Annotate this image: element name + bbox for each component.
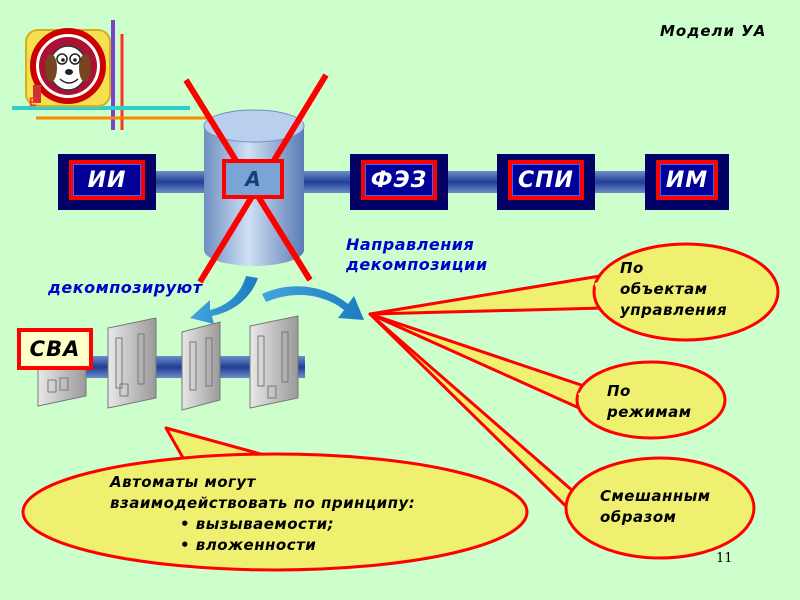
decompose-arrow-icon	[190, 276, 258, 324]
callout-by-modes-text: По режимам	[607, 381, 692, 423]
box-ii-label: ИИ	[73, 164, 141, 196]
directions-arrow-icon	[262, 286, 364, 320]
box-spi-label: СПИ	[512, 164, 580, 196]
box-a-label: А	[226, 163, 280, 195]
box-fez: ФЭЗ	[350, 154, 448, 210]
callout-mixed-text: Смешанным образом	[600, 486, 711, 528]
directions-heading: Направления декомпозиции	[346, 235, 488, 275]
callout-mixed-line2: образом	[600, 508, 677, 526]
box-sva-label: СВА	[21, 332, 89, 366]
box-sva: СВА	[17, 328, 93, 370]
callout-by-objects-text: По объектам управления	[620, 258, 727, 321]
directions-heading-line2: декомпозиции	[346, 255, 488, 274]
callout-interaction-bullet2: • вложенности	[180, 536, 317, 554]
callout-by-objects-line3: управления	[620, 301, 728, 319]
logo-decoration-lines	[12, 20, 210, 130]
directions-heading-line1: Направления	[346, 235, 475, 254]
box-a: А	[222, 159, 284, 199]
callout-by-objects	[368, 242, 780, 342]
callout-by-modes	[368, 312, 727, 440]
svg-text:E: E	[29, 95, 37, 109]
box-spi: СПИ	[497, 154, 595, 210]
box-fez-label: ФЭЗ	[365, 164, 433, 196]
callout-interaction	[21, 426, 529, 572]
callout-by-modes-line2: режимам	[607, 403, 692, 421]
slide-title: Модели УА	[660, 22, 767, 40]
dog-logo-icon: E	[25, 28, 111, 109]
callout-by-modes-line1: По	[607, 382, 631, 400]
decompose-label: декомпозируют	[48, 278, 203, 297]
page-number: 11	[716, 551, 733, 566]
callout-by-objects-line2: объектам	[620, 280, 708, 298]
callout-interaction-text: Автоматы могут взаимодействовать по прин…	[110, 472, 470, 556]
box-im: ИМ	[645, 154, 729, 210]
box-ii: ИИ	[58, 154, 156, 210]
callout-interaction-bullet1: • вызываемости;	[180, 515, 335, 533]
callout-mixed	[368, 312, 756, 560]
callout-interaction-line2: взаимодействовать по принципу:	[110, 494, 416, 512]
box-im-label: ИМ	[660, 164, 714, 196]
callout-by-objects-line1: По	[620, 259, 644, 277]
callout-mixed-line1: Смешанным	[600, 487, 711, 505]
callout-interaction-line1: Автоматы могут	[110, 473, 256, 491]
